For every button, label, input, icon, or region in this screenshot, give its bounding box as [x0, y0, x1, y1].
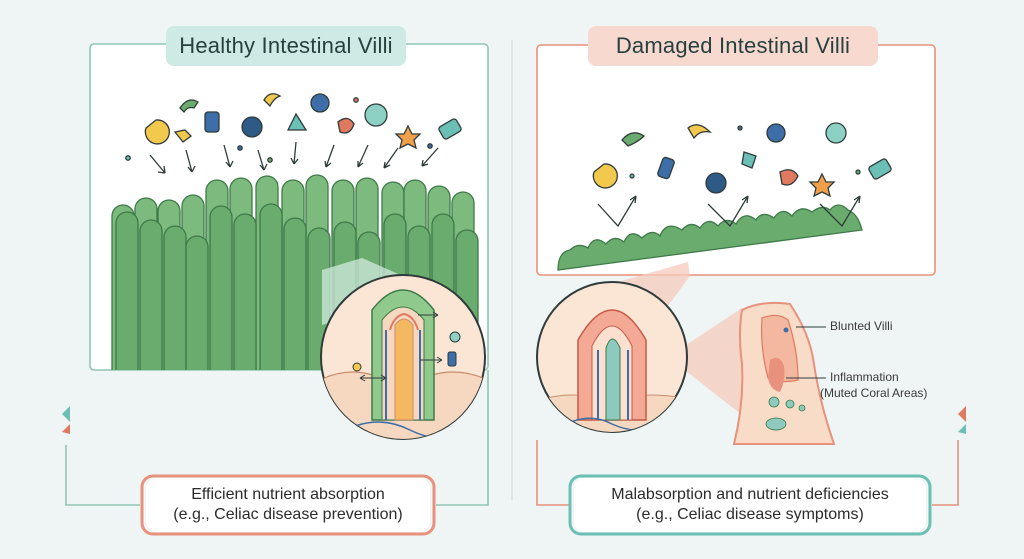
healthy-panel-title: Healthy Intestinal Villi [166, 26, 406, 66]
bean-icon [621, 132, 646, 147]
villus-finger [259, 203, 283, 370]
healthy-caption-line2: (e.g., Celiac disease prevention) [173, 506, 403, 523]
gear-cell-icon [241, 116, 263, 138]
gear-cell-icon [705, 172, 727, 194]
damaged-villi-group [557, 204, 863, 271]
capsule-icon [657, 156, 675, 180]
bounce-arrows [597, 195, 861, 228]
damaged-caption-border [568, 474, 932, 536]
apple-icon [766, 123, 786, 143]
flag-icon [62, 424, 70, 434]
left-bracket-line [65, 445, 140, 506]
absorption-arrows [149, 141, 439, 174]
pacman-nutrient-icon [592, 163, 618, 189]
star-nutrient-icon [173, 129, 192, 143]
damaged-caption-line2: (e.g., Celiac disease symptoms) [636, 506, 864, 523]
damaged-caption-line1: Malabsorption and nutrient deficiencies [611, 486, 889, 503]
healthy-caption-line1: Efficient nutrient absorption [191, 486, 385, 503]
healthy-caption-border [140, 474, 436, 536]
healthy-caption: Efficient nutrient absorption (e.g., Cel… [146, 478, 430, 532]
triangle-nutrient-icon [286, 112, 308, 131]
damaged-title-text: Damaged Intestinal Villi [615, 33, 851, 58]
muted-coral-label: (Muted Coral Areas) [820, 386, 928, 400]
pacman-nutrient-icon [144, 119, 170, 145]
triangle-nutrient-icon [741, 151, 757, 169]
villus-finger [209, 205, 233, 370]
bean-icon [179, 99, 199, 114]
capsule-icon [204, 111, 220, 133]
damaged-caption: Malabsorption and nutrient deficiencies … [574, 478, 926, 532]
flag-icon [958, 406, 966, 422]
damaged-panel-title: Damaged Intestinal Villi [588, 26, 878, 66]
pill-icon [438, 118, 462, 140]
bean-icon [779, 169, 799, 186]
blunted-villi-label: Blunted Villi [830, 319, 893, 333]
right-bracket-line [536, 440, 570, 506]
bean-icon [337, 117, 355, 134]
flag-icon [62, 406, 70, 422]
villus-finger [163, 225, 187, 370]
villus-finger [233, 213, 257, 370]
pill-icon [868, 158, 892, 180]
villus-finger [283, 217, 307, 370]
bean-icon [687, 124, 712, 140]
flag-icon [958, 424, 966, 434]
star-nutrient-icon [808, 172, 836, 198]
damaged-nutrients-group [592, 122, 892, 198]
vitamin-c-icon [364, 103, 388, 127]
healthy-nutrients-group [125, 93, 462, 163]
bean-icon [263, 93, 282, 108]
inflammation-label: Inflammation [830, 370, 899, 384]
apple-icon [310, 93, 330, 113]
healthy-title-text: Healthy Intestinal Villi [179, 33, 393, 58]
villus-finger [185, 235, 209, 370]
villus-finger [139, 219, 163, 370]
vitamin-c-icon [825, 122, 847, 144]
star-nutrient-icon [394, 124, 422, 150]
villus-finger [115, 211, 139, 370]
